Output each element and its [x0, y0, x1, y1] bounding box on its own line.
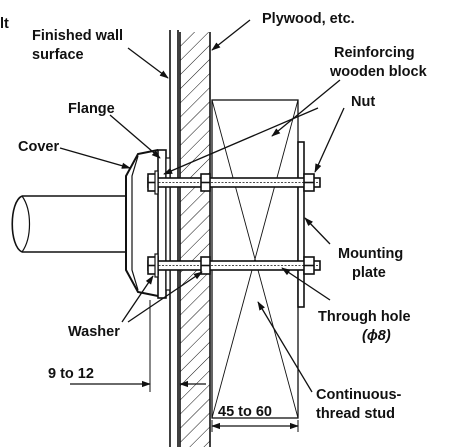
plywood-panel	[179, 32, 211, 447]
label-nut: Nut	[351, 94, 375, 110]
label-plywood: Plywood, etc.	[262, 11, 355, 27]
label-finished-wall-surface-line2: surface	[32, 47, 84, 63]
nut-wall-upper	[200, 173, 211, 192]
label-flange: Flange	[68, 101, 115, 117]
labels: lt Finished wall surface Plywood, etc. R…	[0, 11, 428, 422]
nut-right-upper	[303, 173, 315, 192]
flange	[157, 149, 167, 299]
label-cover: Cover	[18, 139, 59, 155]
washer-left-lower	[154, 253, 159, 278]
label-mounting-plate-line2: plate	[352, 265, 386, 281]
label-washer: Washer	[68, 324, 120, 340]
continuous-thread-stud-lower	[147, 260, 321, 271]
nut-wall-lower	[200, 256, 211, 275]
label-mounting-plate-line1: Mounting	[338, 246, 403, 262]
label-stud-line1: Continuous-	[316, 387, 402, 403]
label-finished-wall-surface-line1: Finished wall	[32, 28, 123, 44]
label-reinforcing-block-line1: Reinforcing	[334, 45, 415, 61]
cut-off-label-fragment: lt	[0, 16, 9, 32]
dimension-9-to-12: 9 to 12	[48, 366, 94, 382]
dimension-45-to-60: 45 to 60	[218, 404, 272, 420]
washer-left-upper	[154, 170, 159, 195]
label-reinforcing-block-line2: wooden block	[329, 64, 428, 80]
label-through-hole-line2: (ϕ8)	[362, 328, 391, 344]
label-stud-line2: thread stud	[316, 406, 395, 422]
label-through-hole-line1: Through hole	[318, 309, 411, 325]
mounting-plate	[297, 141, 305, 308]
nut-right-lower	[303, 256, 315, 275]
continuous-thread-stud-upper	[147, 177, 321, 188]
finished-wall-board	[169, 30, 179, 447]
